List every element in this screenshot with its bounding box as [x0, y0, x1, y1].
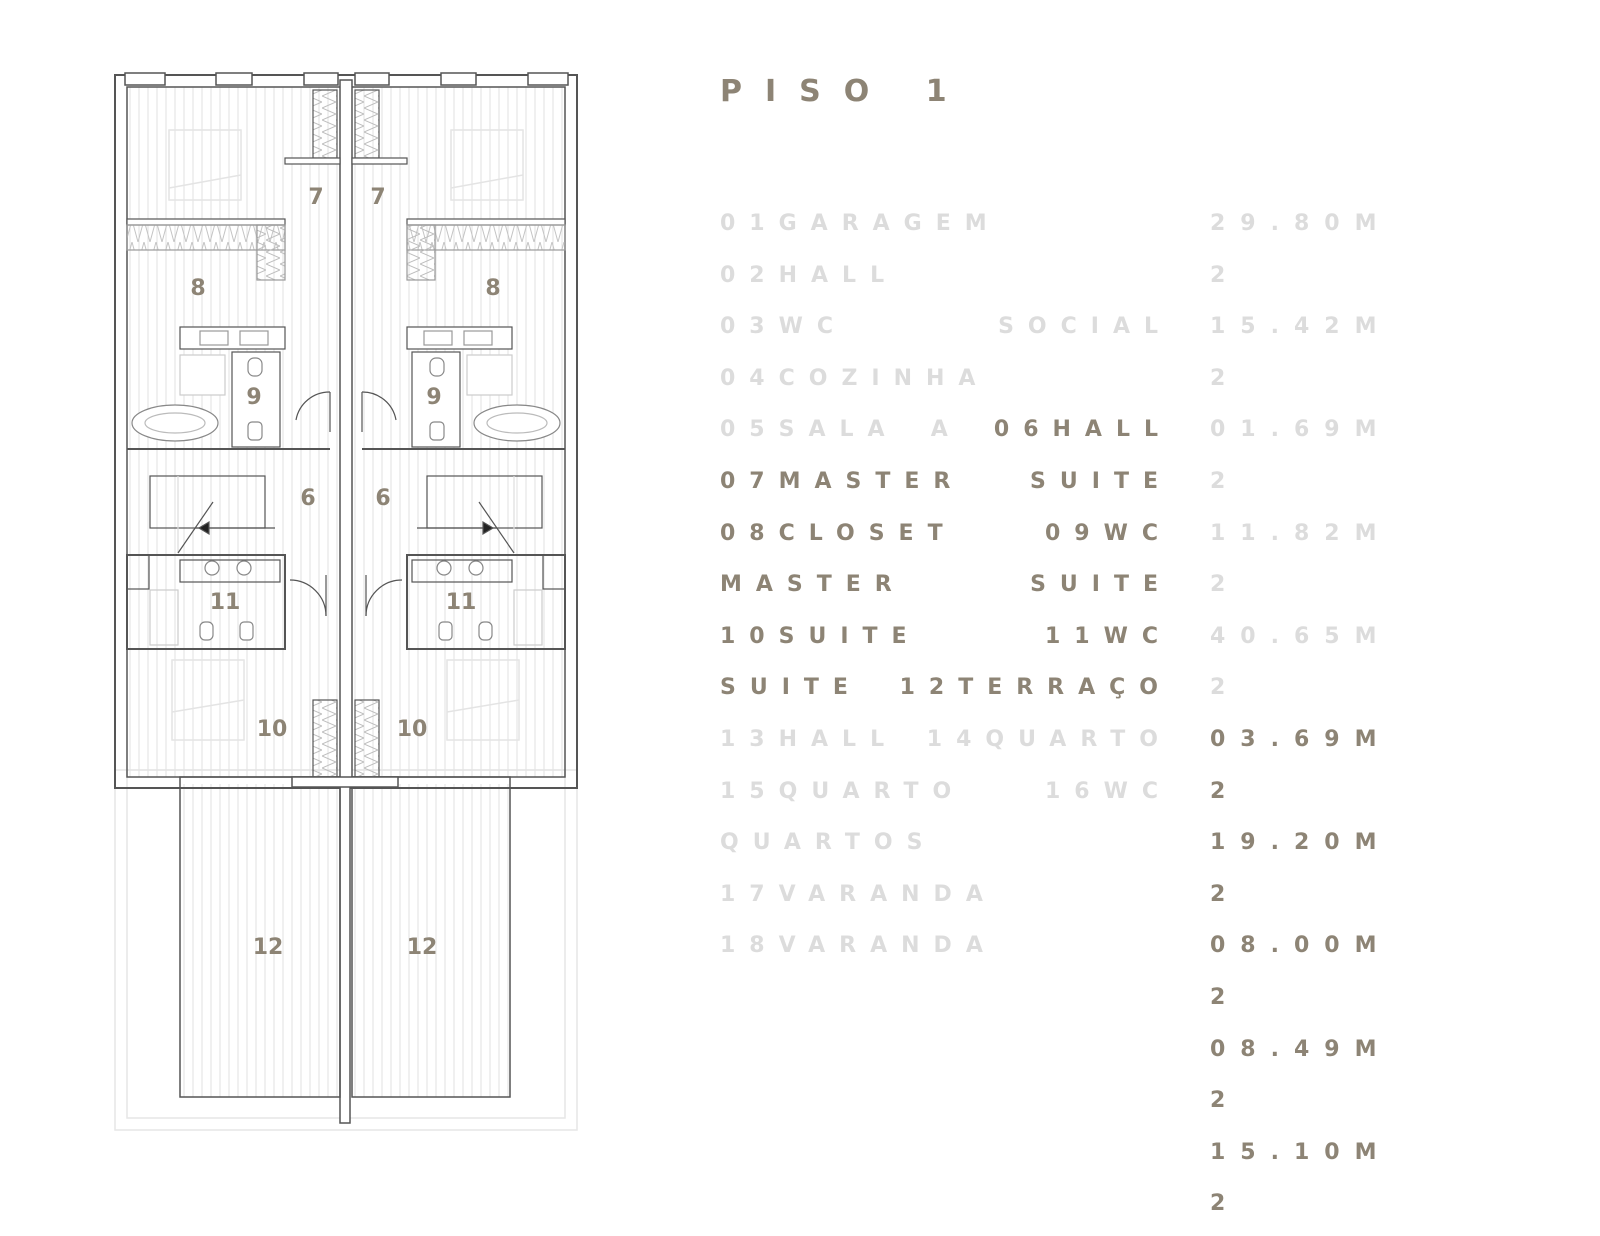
area-list-item: 03.69M [1210, 726, 1392, 752]
room-list-item: MASTER SUITE [720, 572, 1172, 598]
party-wall [339, 79, 353, 1124]
room-list: 01GARAGEM 02HALL 03WC SOCIAL 04COZINHA 05SAL… [720, 198, 1172, 972]
room-label-7-right: 7 [370, 185, 385, 210]
area-list-item: 2 [1210, 778, 1241, 804]
area-list-item: 2 [1210, 1088, 1241, 1114]
room-label-7-left: 7 [308, 185, 323, 210]
room-label-11-left: 11 [210, 590, 241, 615]
room-list-item: QUARTOS [720, 830, 937, 856]
room-list-item: 08CLOSET 09WC [720, 520, 1172, 546]
room-list-item-label: 05SALA A [720, 417, 962, 443]
area-list-item: 15.42M [1210, 314, 1392, 340]
room-list-item: 03WC SOCIAL [720, 314, 1172, 340]
room-label-6-left: 6 [300, 486, 315, 511]
room-list-item: 01GARAGEM [720, 211, 1001, 236]
room-label-6-right: 6 [375, 486, 390, 511]
area-list-item: 29.80M [1210, 211, 1392, 236]
terraces [179, 776, 511, 1098]
floor-plan: 7 7 8 8 9 9 6 6 11 11 10 10 12 12 [114, 72, 578, 1131]
room-list-item: 18VARANDA [720, 933, 997, 959]
area-list-item: 2 [1210, 468, 1241, 494]
room-list-item: 04COZINHA [720, 365, 990, 391]
area-list-item: 01.69M [1210, 417, 1392, 443]
corridor-closets [284, 89, 408, 779]
room-label-11-right: 11 [446, 590, 477, 615]
area-list-item: 19.20M [1210, 830, 1392, 856]
room-label-12-left: 12 [253, 935, 284, 960]
room-label-10-right: 10 [397, 717, 428, 742]
room-list-item: 17VARANDA [720, 881, 997, 907]
area-list-item: 08.00M [1210, 933, 1392, 959]
page-title: PISO 1 [720, 74, 970, 109]
area-list: 29.80M 2 15.42M 2 01.69M 2 11.82M 2 40.65M 2 03.69… [1210, 198, 1390, 1230]
room-label-9-left: 9 [246, 385, 261, 410]
room-list-item: 10SUITE 11WC [720, 623, 1172, 649]
room-label-8-right: 8 [485, 276, 500, 301]
closet-walls [126, 218, 566, 281]
stairs-left [149, 475, 275, 554]
area-list-item: 40.65M [1210, 623, 1392, 649]
area-list-item: 2 [1210, 1191, 1241, 1217]
room-list-item: 07MASTER SUITE [720, 468, 1172, 494]
area-list-item: 2 [1210, 881, 1241, 907]
area-list-item: 2 [1210, 365, 1241, 391]
room-list-item: 13HALL 14QUARTO [720, 726, 1172, 752]
area-list-item: 08.49M [1210, 1036, 1392, 1062]
bathroom-9-left [127, 326, 330, 450]
area-list-item: 15.10M [1210, 1139, 1392, 1165]
room-list-item: 15QUARTO 16WC [720, 778, 1172, 804]
room-label-10-left: 10 [257, 717, 288, 742]
area-list-item: 2 [1210, 262, 1241, 288]
area-list-item: 2 [1210, 572, 1241, 598]
beds [168, 129, 524, 741]
windows-top [124, 72, 569, 86]
area-list-item: 11.82M [1210, 520, 1392, 546]
area-list-item: 2 [1210, 675, 1241, 701]
area-list-item: 2 [1210, 984, 1241, 1010]
room-list-item: 02HALL [720, 262, 899, 288]
room-labels: 7 7 8 8 9 9 6 6 11 11 10 10 12 12 [190, 185, 500, 960]
room-label-12-right: 12 [407, 935, 438, 960]
room-list-item: 05SALA A 06HALL [720, 404, 1172, 456]
bathroom-11-right [406, 554, 566, 650]
room-list-item: SUITE 12TERRAÇO [720, 675, 1172, 701]
room-label-8-left: 8 [190, 276, 205, 301]
stairs-right [417, 475, 543, 554]
bathroom-9-right [362, 326, 565, 450]
room-label-9-right: 9 [426, 385, 441, 410]
bathroom-11-left [126, 554, 286, 650]
door-swings [289, 391, 403, 617]
room-list-item-tail: 06HALL [993, 417, 1172, 443]
